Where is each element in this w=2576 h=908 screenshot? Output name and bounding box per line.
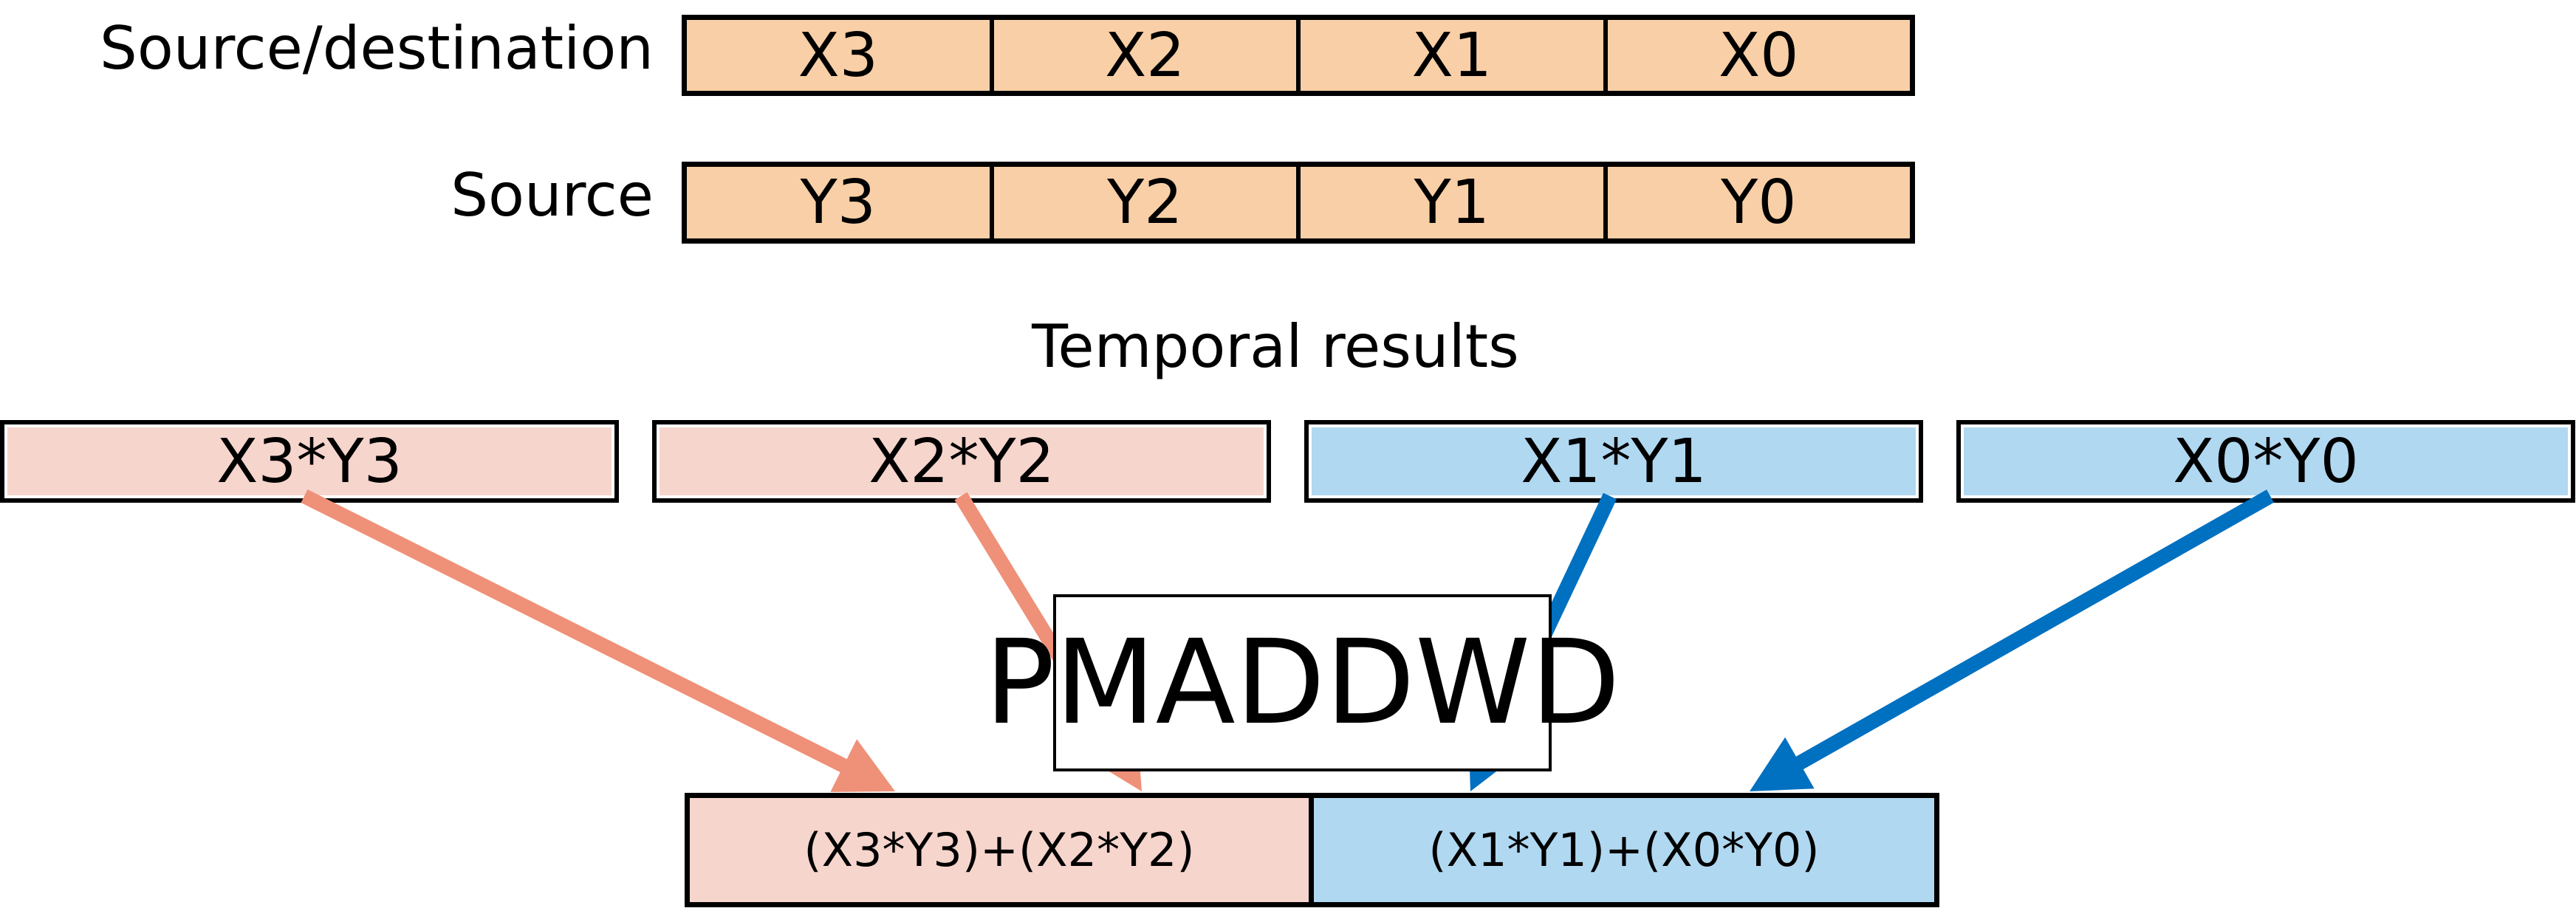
product-box-x0y0: X0*Y0 (1956, 420, 2575, 503)
register-cell-y1: Y1 (1296, 167, 1603, 238)
product-label: X2*Y2 (660, 427, 1264, 497)
result-lower-sum: (X1*Y1)+(X0*Y0) (1309, 798, 1934, 902)
product-box-x2y2: X2*Y2 (652, 420, 1271, 503)
product-label: X3*Y3 (7, 427, 612, 497)
arrow-shaft-1 (301, 489, 850, 774)
register-cell-y2: Y2 (989, 167, 1296, 238)
register-cell-x3: X3 (687, 20, 990, 91)
product-label: X0*Y0 (1964, 427, 2568, 497)
operation-name: PMADDWD (984, 615, 1620, 751)
product-box-x1y1: X1*Y1 (1304, 420, 1923, 503)
register-cell-y3: Y3 (687, 167, 990, 238)
source-label: Source (451, 161, 654, 230)
product-box-x3y3: X3*Y3 (0, 420, 619, 503)
register-cell-x2: X2 (989, 20, 1296, 91)
arrow-head-4 (1750, 737, 1815, 791)
temporal-results-heading: Temporal results (1032, 312, 1519, 381)
source-register: Y3 Y2 Y1 Y0 (682, 162, 1915, 244)
result-upper-sum: (X3*Y3)+(X2*Y2) (690, 798, 1309, 902)
register-cell-x1: X1 (1296, 20, 1603, 91)
source-destination-label: Source/destination (100, 14, 654, 83)
source-destination-register: X3 X2 X1 X0 (682, 15, 1915, 96)
register-cell-y0: Y0 (1603, 167, 1910, 238)
result-register: (X3*Y3)+(X2*Y2) (X1*Y1)+(X0*Y0) (685, 793, 1939, 907)
register-cell-x0: X0 (1603, 20, 1910, 91)
pmaddwd-operation-box: PMADDWD (984, 594, 1620, 771)
product-label: X1*Y1 (1312, 427, 1916, 497)
arrow-head-1 (830, 739, 895, 792)
arrow-shaft-4 (1793, 489, 2274, 771)
